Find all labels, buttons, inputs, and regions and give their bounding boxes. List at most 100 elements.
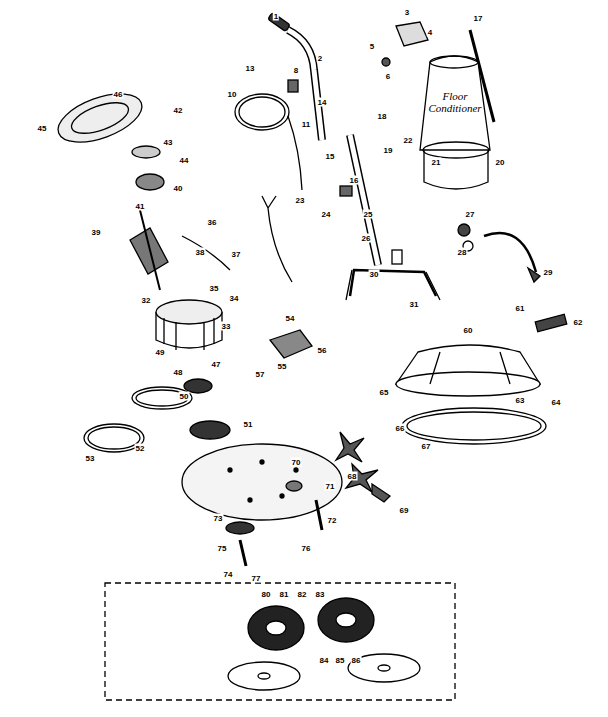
callout-number: 84 xyxy=(319,656,330,665)
callout-number: 40 xyxy=(173,184,184,193)
callout-number: 62 xyxy=(573,318,584,327)
callout-number: 72 xyxy=(327,516,338,525)
callout-number: 61 xyxy=(515,304,526,313)
yoke xyxy=(350,270,436,296)
callout-number: 26 xyxy=(361,234,372,243)
callout-number: 73 xyxy=(213,514,224,523)
callout-number: 44 xyxy=(179,156,190,165)
product-lettering: Floor Conditioner xyxy=(425,90,485,114)
callout-number: 4 xyxy=(427,28,433,37)
clip xyxy=(336,432,364,462)
callout-number: 45 xyxy=(37,124,48,133)
callout-number: 27 xyxy=(465,210,476,219)
callout-number: 35 xyxy=(209,284,220,293)
lower-tube xyxy=(350,135,378,265)
callout-number: 32 xyxy=(141,296,152,305)
callout-number: 39 xyxy=(91,228,102,237)
wire xyxy=(262,196,292,282)
handle-grip xyxy=(268,12,291,31)
callout-number: 77 xyxy=(251,574,262,583)
callout-number: 42 xyxy=(173,106,184,115)
callout-number: 3 xyxy=(404,8,410,17)
callout-number: 37 xyxy=(231,250,242,259)
callout-number: 49 xyxy=(155,348,166,357)
callout-number: 25 xyxy=(363,210,374,219)
callout-number: 54 xyxy=(285,314,296,323)
brush xyxy=(248,606,304,650)
switch-housing xyxy=(396,22,428,46)
callout-number: 30 xyxy=(369,270,380,279)
bracket xyxy=(270,330,312,358)
cord-coil xyxy=(235,94,289,130)
callout-number: 71 xyxy=(325,482,336,491)
callout-number: 51 xyxy=(243,420,254,429)
callout-number: 48 xyxy=(173,368,184,377)
callout-number: 14 xyxy=(317,98,328,107)
callout-number: 69 xyxy=(399,506,410,515)
callout-number: 47 xyxy=(211,360,222,369)
callout-number: 55 xyxy=(277,362,288,371)
callout-number: 10 xyxy=(227,90,238,99)
callout-number: 21 xyxy=(431,158,442,167)
callout-number: 67 xyxy=(421,442,432,451)
callout-number: 11 xyxy=(301,120,311,129)
callout-number: 63 xyxy=(515,396,526,405)
callout-number: 8 xyxy=(293,66,299,75)
pad xyxy=(228,662,300,690)
callout-number: 1 xyxy=(273,12,279,21)
callout-number: 38 xyxy=(195,248,206,257)
callout-number: 29 xyxy=(543,268,554,277)
callout-number: 82 xyxy=(297,590,308,599)
callout-number: 41 xyxy=(135,202,146,211)
callout-number: 20 xyxy=(495,158,506,167)
solution-tank xyxy=(420,56,490,150)
gasket-ring xyxy=(132,387,192,409)
callout-number: 43 xyxy=(163,138,174,147)
callout-number: 13 xyxy=(245,64,256,73)
callout-number: 83 xyxy=(315,590,326,599)
accessory-box xyxy=(105,583,455,700)
callout-number: 80 xyxy=(261,590,272,599)
pad xyxy=(348,654,420,682)
callout-number: 2 xyxy=(317,54,323,63)
callout-number: 24 xyxy=(321,210,332,219)
wire xyxy=(182,236,230,270)
callout-number: 85 xyxy=(335,656,346,665)
callout-number: 16 xyxy=(349,176,360,185)
callout-number: 56 xyxy=(317,346,328,355)
callout-number: 81 xyxy=(279,590,290,599)
callout-number: 70 xyxy=(291,458,302,467)
callout-number: 36 xyxy=(207,218,218,227)
armature xyxy=(130,228,168,274)
callout-number: 76 xyxy=(301,544,312,553)
callout-number: 18 xyxy=(377,112,388,121)
callout-number: 15 xyxy=(325,152,336,161)
callout-number: 68 xyxy=(347,472,358,481)
brush xyxy=(318,598,374,642)
callout-number: 65 xyxy=(379,388,390,397)
bumper-ring xyxy=(402,408,546,444)
callout-number: 46 xyxy=(113,90,124,99)
callout-number: 53 xyxy=(85,454,96,463)
callout-number: 19 xyxy=(383,146,394,155)
callout-number: 34 xyxy=(229,294,240,303)
handle-tube xyxy=(288,30,322,140)
callout-number: 74 xyxy=(223,570,234,579)
callout-number: 5 xyxy=(369,42,375,51)
callout-number: 17 xyxy=(473,14,484,23)
callout-number: 60 xyxy=(463,326,474,335)
callout-number: 33 xyxy=(221,322,232,331)
callout-number: 22 xyxy=(403,136,414,145)
callout-number: 23 xyxy=(295,196,306,205)
hose xyxy=(484,233,536,272)
callout-number: 64 xyxy=(551,398,562,407)
callout-number: 75 xyxy=(217,544,228,553)
callout-number: 31 xyxy=(409,300,420,309)
callout-number: 28 xyxy=(457,248,468,257)
callout-number: 86 xyxy=(351,656,362,665)
callout-number: 57 xyxy=(255,370,266,379)
callout-number: 52 xyxy=(135,444,146,453)
callout-number: 6 xyxy=(385,72,391,81)
top-cover xyxy=(52,84,148,152)
